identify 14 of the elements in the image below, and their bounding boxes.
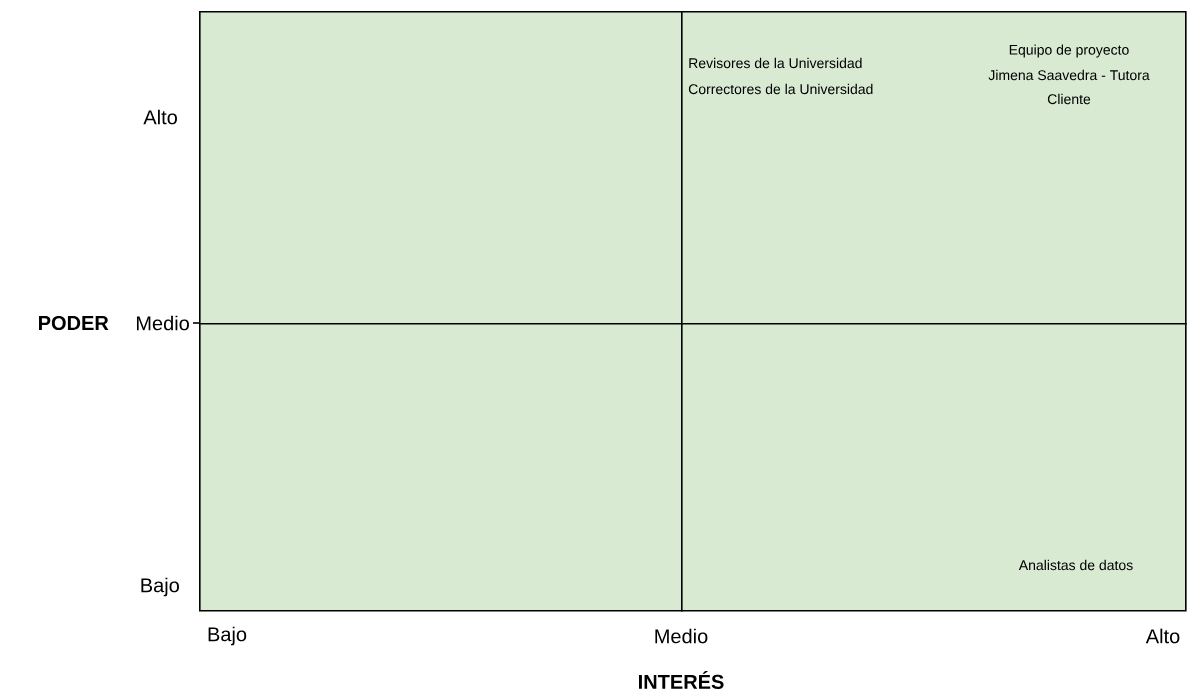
axis-label: Medio (655, 628, 708, 644)
axis-title: INTERÉS (639, 671, 724, 689)
stakeholder-label: Equipo de proyecto (1009, 44, 1129, 58)
stakeholder-label: Correctores de la Universidad (688, 83, 873, 95)
axis-label: Medio (137, 315, 189, 331)
axis-label: Bajo (141, 577, 179, 597)
axis-label: Alto (143, 109, 177, 125)
stakeholder-label: Jimena Saavedra - Tutora (988, 69, 1150, 81)
quadrant-box (199, 323, 683, 612)
stakeholder-label: Cliente (1047, 93, 1091, 105)
stakeholder-label: Revisores de la Universidad (689, 57, 862, 69)
quadrant-box (199, 11, 683, 325)
stakeholder-label: Analistas de datos (1018, 559, 1133, 571)
axis-title: PODER (39, 315, 109, 331)
